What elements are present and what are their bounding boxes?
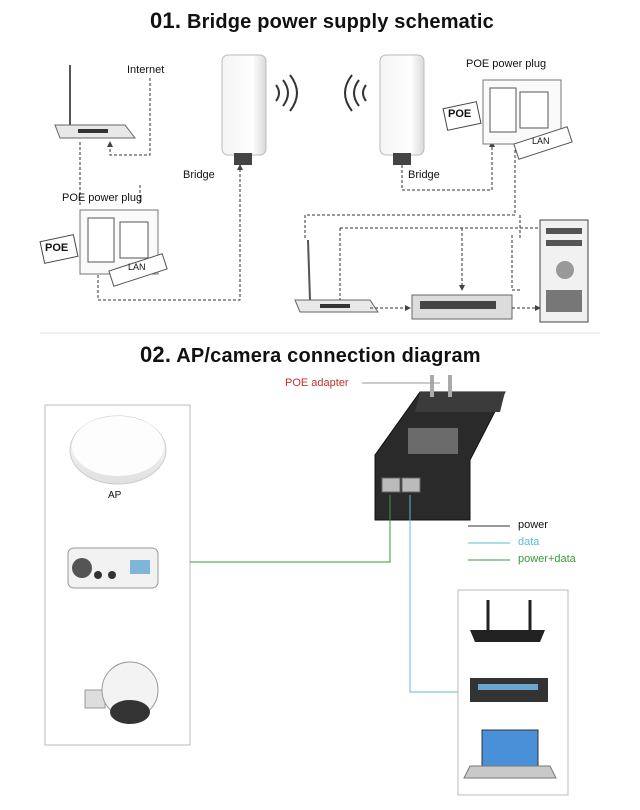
network-switch (411, 294, 513, 320)
switch-device (470, 678, 548, 702)
poe-adapter (374, 375, 506, 521)
wire-power-data (190, 495, 391, 563)
label-poe-adapter: POE adapter (285, 377, 349, 389)
label-bridge-right: Bridge (408, 169, 440, 181)
bridge-left (221, 54, 298, 165)
ap-device (69, 415, 167, 485)
legend-power: power (518, 519, 548, 531)
bullet-camera (67, 547, 159, 589)
router-bottom (294, 239, 379, 313)
section2-title: 02. AP/camera connection diagram (140, 342, 481, 368)
section1-number: 01. (150, 8, 182, 33)
label-bridge-left: Bridge (183, 169, 215, 181)
dome-camera (84, 661, 159, 724)
router-left (54, 65, 137, 139)
poe-badge-left: POE (45, 242, 69, 254)
laptop-device (463, 729, 557, 779)
label-internet: Internet (127, 64, 165, 76)
legend-data: data (518, 536, 540, 548)
section1-title-text: Bridge power supply schematic (186, 11, 494, 33)
label-ap: AP (108, 490, 122, 501)
legend-power-data: power+data (518, 553, 576, 565)
pc-tower (539, 219, 589, 323)
bridge-right (344, 54, 425, 165)
section1-title: 01. Bridge power supply schematic (150, 8, 494, 34)
label-poe-plug-left: POE power plug (62, 192, 143, 204)
wire-data (409, 495, 458, 693)
label-poe-plug-right: POE power plug (466, 58, 547, 70)
lan-badge-left: LAN (128, 262, 146, 272)
poe-badge-right: POE (448, 108, 472, 120)
poe-plug-right (442, 79, 573, 160)
lan-badge-right: LAN (532, 136, 550, 146)
poe-plug-left (39, 209, 168, 287)
section2-title-text: AP/camera connection diagram (176, 345, 481, 367)
section2-number: 02. (140, 342, 172, 367)
wifi-router (470, 600, 545, 642)
